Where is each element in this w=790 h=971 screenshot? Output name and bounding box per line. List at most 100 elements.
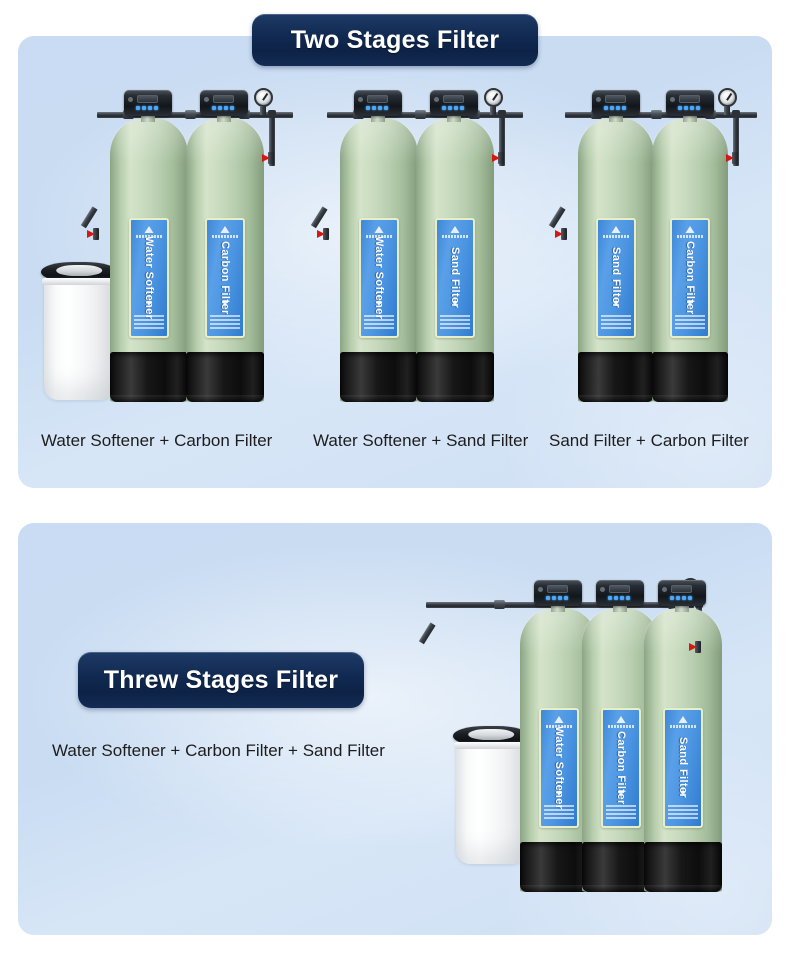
label-fineprint bbox=[675, 315, 705, 329]
tank-base bbox=[110, 352, 188, 402]
valve-led-row bbox=[670, 596, 692, 600]
brine-tank bbox=[453, 726, 529, 864]
valve-knob-icon bbox=[670, 97, 675, 102]
label-arrow-icon bbox=[376, 301, 382, 306]
label-fineprint bbox=[440, 315, 470, 329]
tank-label-text: Sand Filter bbox=[449, 247, 461, 309]
inlet-pipe-angled bbox=[548, 206, 566, 229]
brine-tank-collar bbox=[454, 742, 528, 749]
inlet-drain-valve[interactable] bbox=[87, 227, 101, 240]
valve-led-row bbox=[442, 106, 464, 110]
valve-display bbox=[137, 95, 158, 103]
label-fineprint bbox=[668, 805, 698, 819]
valve-knob-icon bbox=[538, 587, 543, 592]
caption-softener-carbon-sand: Water Softener + Carbon Filter + Sand Fi… bbox=[52, 741, 385, 760]
tank-label: Sand Filter bbox=[596, 218, 636, 338]
valve-knob-icon bbox=[204, 97, 209, 102]
label-arrow-icon bbox=[556, 791, 562, 796]
valve-display bbox=[605, 95, 626, 103]
system-group-softener-sand: Water Softener Sand Filter bbox=[310, 88, 550, 406]
inlet-drain-valve[interactable] bbox=[555, 227, 569, 240]
control-valve-head[interactable] bbox=[534, 580, 582, 606]
label-fineprint bbox=[606, 805, 636, 819]
tank-sand-filter: Sand Filter bbox=[416, 118, 494, 402]
valve-knob-icon bbox=[358, 97, 363, 102]
pipe-union-1 bbox=[494, 600, 505, 609]
tank-base bbox=[340, 352, 418, 402]
control-valve-head[interactable] bbox=[430, 90, 478, 116]
inlet-drain-valve[interactable] bbox=[317, 227, 331, 240]
tank-water-softener: Water Softener bbox=[340, 118, 418, 402]
outlet-drain-valve[interactable] bbox=[726, 151, 740, 164]
tank-water-softener: Water Softener bbox=[110, 118, 188, 402]
system-group-sand-carbon: Sand Filter Carbon Filter bbox=[548, 88, 788, 406]
label-fineprint bbox=[544, 805, 574, 819]
label-arrow-icon bbox=[146, 301, 152, 306]
valve-handle-icon bbox=[555, 230, 563, 238]
brine-tank-lid-insert bbox=[468, 729, 514, 740]
valve-knob-icon bbox=[662, 587, 667, 592]
valve-led-row bbox=[366, 106, 388, 110]
label-arrow-icon bbox=[680, 791, 686, 796]
valve-led-row bbox=[678, 106, 700, 110]
system-group-three-stage: Water Softener Carbon Filter bbox=[418, 566, 770, 892]
control-valve-head[interactable] bbox=[658, 580, 706, 606]
tank-carbon-filter: Carbon Filter bbox=[652, 118, 728, 402]
two-stages-title-banner: Two Stages Filter bbox=[252, 14, 538, 66]
valve-led-row bbox=[136, 106, 158, 110]
valve-handle-icon bbox=[492, 154, 500, 162]
valve-knob-icon bbox=[596, 97, 601, 102]
outlet-drain-valve[interactable] bbox=[262, 151, 276, 164]
control-valve-head[interactable] bbox=[666, 90, 714, 116]
tank-base bbox=[652, 352, 728, 402]
tank-base bbox=[186, 352, 264, 402]
gauge-stem bbox=[490, 106, 496, 115]
valve-display bbox=[443, 95, 464, 103]
two-stages-title-text: Two Stages Filter bbox=[290, 25, 500, 54]
gauge-stem bbox=[260, 106, 266, 115]
tank-label: Water Softener bbox=[129, 218, 169, 338]
valve-display bbox=[547, 585, 568, 593]
label-arrow-icon bbox=[687, 301, 693, 306]
valve-handle-icon bbox=[262, 154, 270, 162]
outlet-drain-valve[interactable] bbox=[689, 640, 703, 653]
tank-label-text: Water Softener bbox=[373, 236, 385, 320]
inlet-pipe-angled bbox=[80, 206, 98, 229]
tank-carbon-filter: Carbon Filter bbox=[186, 118, 264, 402]
valve-display bbox=[609, 585, 630, 593]
tank-label-text: Water Softener bbox=[553, 726, 565, 810]
control-valve-head[interactable] bbox=[592, 90, 640, 116]
valve-display bbox=[679, 95, 700, 103]
tank-label: Sand Filter bbox=[663, 708, 703, 828]
control-valve-head[interactable] bbox=[200, 90, 248, 116]
tank-label: Carbon Filter bbox=[670, 218, 710, 338]
tank-base bbox=[416, 352, 494, 402]
valve-led-row bbox=[604, 106, 626, 110]
pipe-elbow bbox=[732, 110, 740, 118]
control-valve-head[interactable] bbox=[354, 90, 402, 116]
label-arrow-icon bbox=[222, 301, 228, 306]
tank-base bbox=[578, 352, 654, 402]
label-fineprint bbox=[364, 315, 394, 329]
valve-knob-icon bbox=[600, 587, 605, 592]
brine-tank bbox=[41, 262, 117, 400]
control-valve-head[interactable] bbox=[596, 580, 644, 606]
control-valve-head[interactable] bbox=[124, 90, 172, 116]
brine-tank-lid-insert bbox=[56, 265, 102, 276]
system-group-softener-carbon: Water Softener Carbon Filter bbox=[40, 88, 310, 406]
tank-label: Carbon Filter bbox=[205, 218, 245, 338]
caption-softener-sand: Water Softener + Sand Filter bbox=[313, 431, 529, 450]
brine-tank-body bbox=[44, 274, 114, 400]
valve-knob-icon bbox=[434, 97, 439, 102]
label-fineprint bbox=[134, 315, 164, 329]
valve-display bbox=[367, 95, 388, 103]
valve-handle-icon bbox=[689, 643, 697, 651]
label-fineprint bbox=[210, 315, 240, 329]
caption-softener-carbon: Water Softener + Carbon Filter bbox=[41, 431, 273, 450]
outlet-drain-valve[interactable] bbox=[492, 151, 506, 164]
tank-label: Sand Filter bbox=[435, 218, 475, 338]
label-arrow-icon bbox=[618, 791, 624, 796]
tank-sand-filter: Sand Filter bbox=[644, 608, 722, 892]
tank-label-text: Sand Filter bbox=[610, 247, 622, 309]
